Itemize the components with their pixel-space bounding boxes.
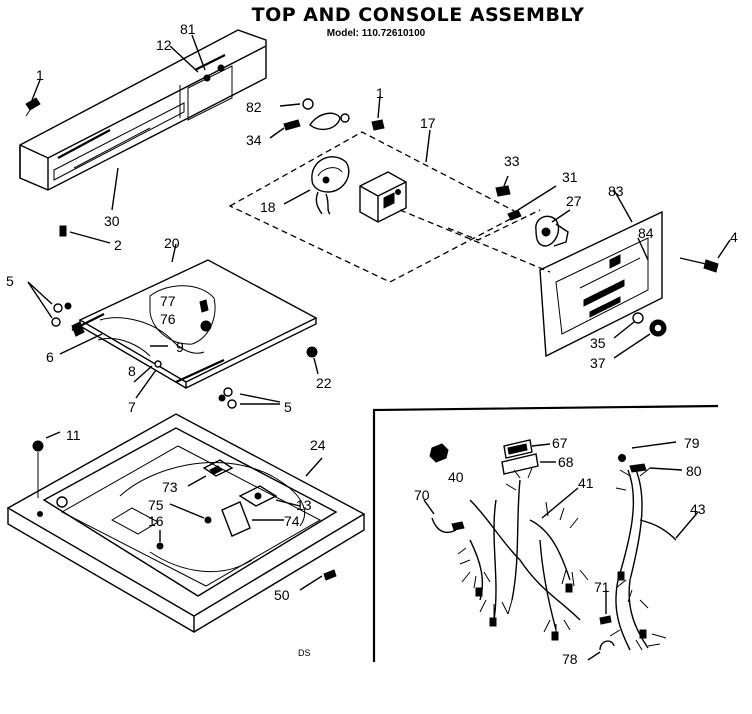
drawing-code: DS: [298, 648, 311, 658]
part-label-41: 41: [578, 475, 594, 491]
part-label-67: 67: [552, 435, 568, 451]
part-label-30: 30: [104, 213, 120, 229]
diagram-title: TOP AND CONSOLE ASSEMBLY: [251, 4, 585, 26]
part-label-31: 31: [562, 169, 578, 185]
model-number: Model: 110.72610100: [326, 28, 426, 39]
part-label-12: 12: [156, 37, 172, 53]
timer-motor: [283, 156, 350, 215]
part-label-78: 78: [562, 651, 578, 667]
part-label-33: 33: [504, 153, 520, 169]
backsplash-panel: [539, 189, 663, 358]
part-label-80: 80: [686, 463, 702, 479]
part-label-18: 18: [260, 199, 276, 215]
part-label-79: 79: [684, 435, 700, 451]
part-label-24: 24: [310, 437, 326, 453]
part-label-40: 40: [448, 469, 464, 485]
part-label-17: 17: [420, 115, 436, 131]
part-label-82: 82: [246, 99, 262, 115]
part-label-50: 50: [274, 587, 290, 603]
part-label-2: 2: [114, 237, 122, 253]
switch-block: [359, 171, 407, 223]
part-label-76: 76: [160, 311, 176, 327]
part-label-8: 8: [128, 363, 136, 379]
part-label-20: 20: [164, 235, 180, 251]
part-label-83: 83: [608, 183, 624, 199]
part-label-70: 70: [414, 487, 430, 503]
part-label-68: 68: [558, 454, 574, 470]
part-label-84: 84: [638, 225, 654, 241]
part-label-7: 7: [128, 399, 136, 415]
part-label-1b: 1: [376, 85, 384, 101]
part-label-81: 81: [180, 21, 196, 37]
part-label-11: 11: [66, 427, 81, 443]
part-label-16: 16: [148, 513, 164, 529]
control-area-outline: [228, 129, 551, 283]
part-label-9: 9: [176, 339, 184, 355]
part-label-71: 71: [594, 579, 610, 595]
top-lid: [78, 259, 318, 390]
part-label-5a: 5: [6, 273, 14, 289]
part-label-74: 74: [284, 513, 300, 529]
console-fasteners: [269, 95, 385, 139]
console-panel: [19, 29, 267, 191]
part-label-77: 77: [160, 293, 176, 309]
part-label-1: 1: [36, 67, 44, 83]
part-label-43: 43: [690, 501, 706, 517]
part-label-4: 4: [730, 229, 738, 245]
part-label-37: 37: [590, 355, 606, 371]
part-label-34: 34: [246, 132, 262, 148]
washer-top: [6, 413, 366, 633]
wiring-harness-panel: [372, 404, 719, 662]
part-label-35: 35: [590, 335, 606, 351]
part-label-5b: 5: [284, 399, 292, 415]
push-to-start-switch: [535, 215, 569, 247]
part-label-75: 75: [148, 497, 164, 513]
part-label-13: 13: [296, 497, 312, 513]
part-label-27: 27: [566, 193, 582, 209]
part-label-22: 22: [316, 375, 332, 391]
part-label-73: 73: [162, 479, 178, 495]
part-label-6: 6: [46, 349, 54, 365]
